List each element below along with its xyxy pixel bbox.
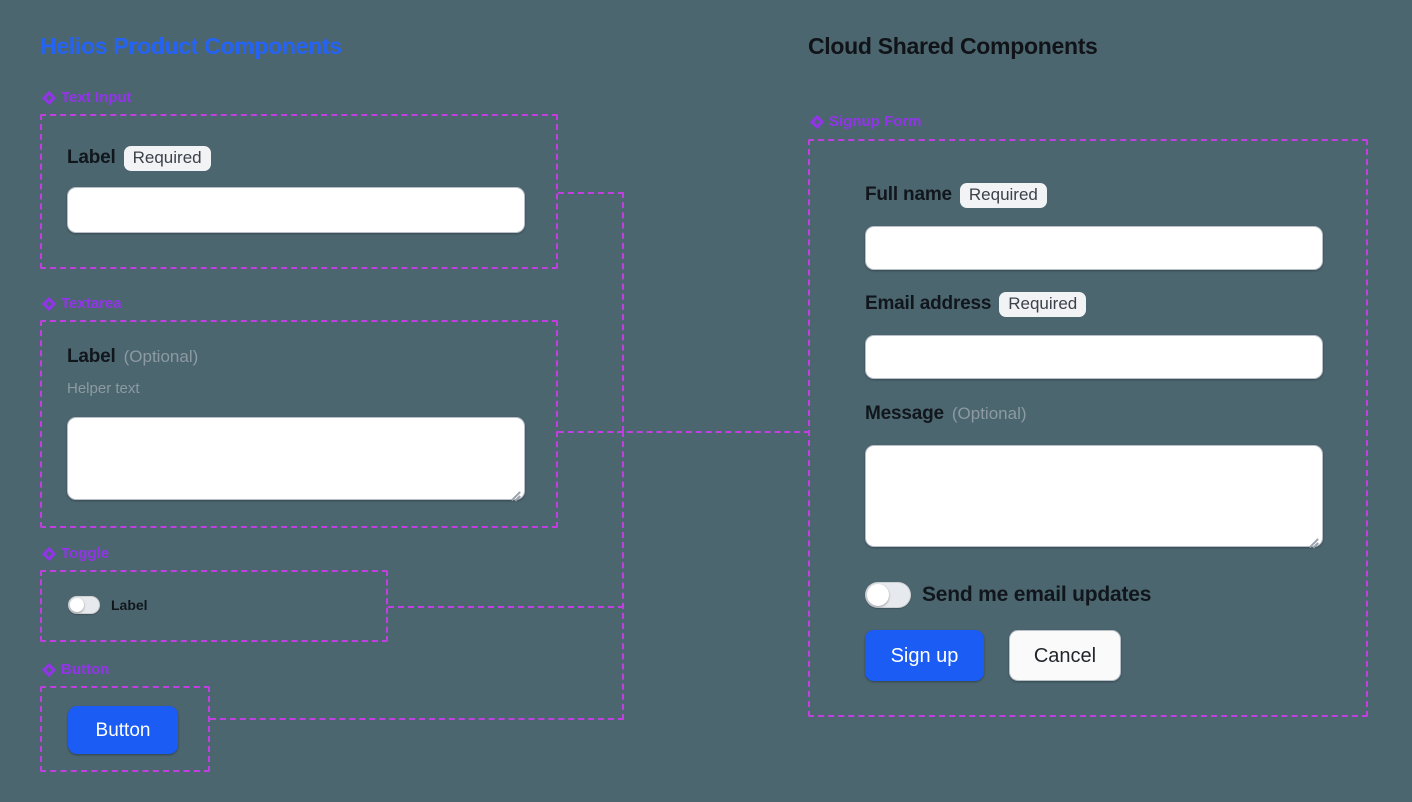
textarea-field[interactable] [67,417,525,500]
email-updates-toggle-row[interactable]: Send me email updates [865,582,1151,608]
section-label-text: Signup Form [829,113,922,130]
fullname-input[interactable] [865,226,1323,270]
diamond-cluster-icon [42,91,55,104]
text-input-required-badge: Required [123,146,211,171]
section-label-text: Textarea [61,295,122,312]
message-textarea[interactable] [865,445,1323,547]
connector-textarea-h [558,431,810,433]
connector-button-h [210,718,624,720]
component-box-signup-form: Full name Required Email address Require… [808,139,1368,717]
connector-text-input-v [622,192,624,432]
connector-trunk-v [622,431,624,720]
email-updates-label: Send me email updates [922,583,1152,606]
section-label-button: Button [42,661,109,678]
email-updates-toggle[interactable] [865,582,911,608]
connector-text-input-h1 [558,192,624,194]
toggle-knob [867,584,889,606]
message-label-row: Message (Optional) [865,403,1027,425]
textarea-label: Label [67,346,116,367]
diamond-cluster-icon [42,547,55,560]
component-box-text-input: Label Required [40,114,558,269]
text-input-field[interactable] [67,187,525,233]
diamond-cluster-icon [810,115,823,128]
message-label: Message [865,403,944,424]
toggle-knob [70,598,84,612]
section-label-toggle: Toggle [42,545,109,562]
left-panel-title: Helios Product Components [40,33,342,59]
section-label-text: Text Input [61,89,132,106]
textarea-label-row: Label (Optional) [67,346,198,368]
section-label-textarea: Textarea [42,295,122,312]
fullname-label-row: Full name Required [865,183,1047,208]
section-label-text: Toggle [61,545,110,562]
component-box-toggle: Label [40,570,388,642]
textarea-optional-tag: (Optional) [123,347,199,366]
component-box-button: Button [40,686,210,772]
section-label-text-input: Text Input [42,89,132,106]
email-label: Email address [865,293,992,315]
connector-toggle-h [388,606,624,608]
toggle-label: Label [111,597,148,613]
component-box-textarea: Label (Optional) Helper text [40,320,558,528]
signup-submit-button[interactable]: Sign up [865,630,984,681]
textarea-helper-text: Helper text [67,380,140,397]
diamond-cluster-icon [42,663,55,676]
toggle-row[interactable]: Label [68,596,148,614]
section-label-text: Button [61,661,110,678]
toggle-switch[interactable] [68,596,100,614]
text-input-label: Label [67,147,116,169]
section-label-signup-form: Signup Form [810,113,922,130]
demo-button[interactable]: Button [68,706,178,754]
email-label-row: Email address Required [865,292,1087,317]
email-input[interactable] [865,335,1323,379]
fullname-required-badge: Required [959,183,1047,208]
message-textarea-wrapper [865,445,1323,548]
textarea-wrapper [67,417,525,501]
diamond-cluster-icon [42,297,55,310]
fullname-label: Full name [865,184,952,206]
email-required-badge: Required [999,292,1087,317]
right-panel-title: Cloud Shared Components [808,33,1098,59]
signup-cancel-button[interactable]: Cancel [1009,630,1121,681]
message-optional-tag: (Optional) [951,404,1027,423]
text-input-label-row: Label Required [67,146,211,171]
